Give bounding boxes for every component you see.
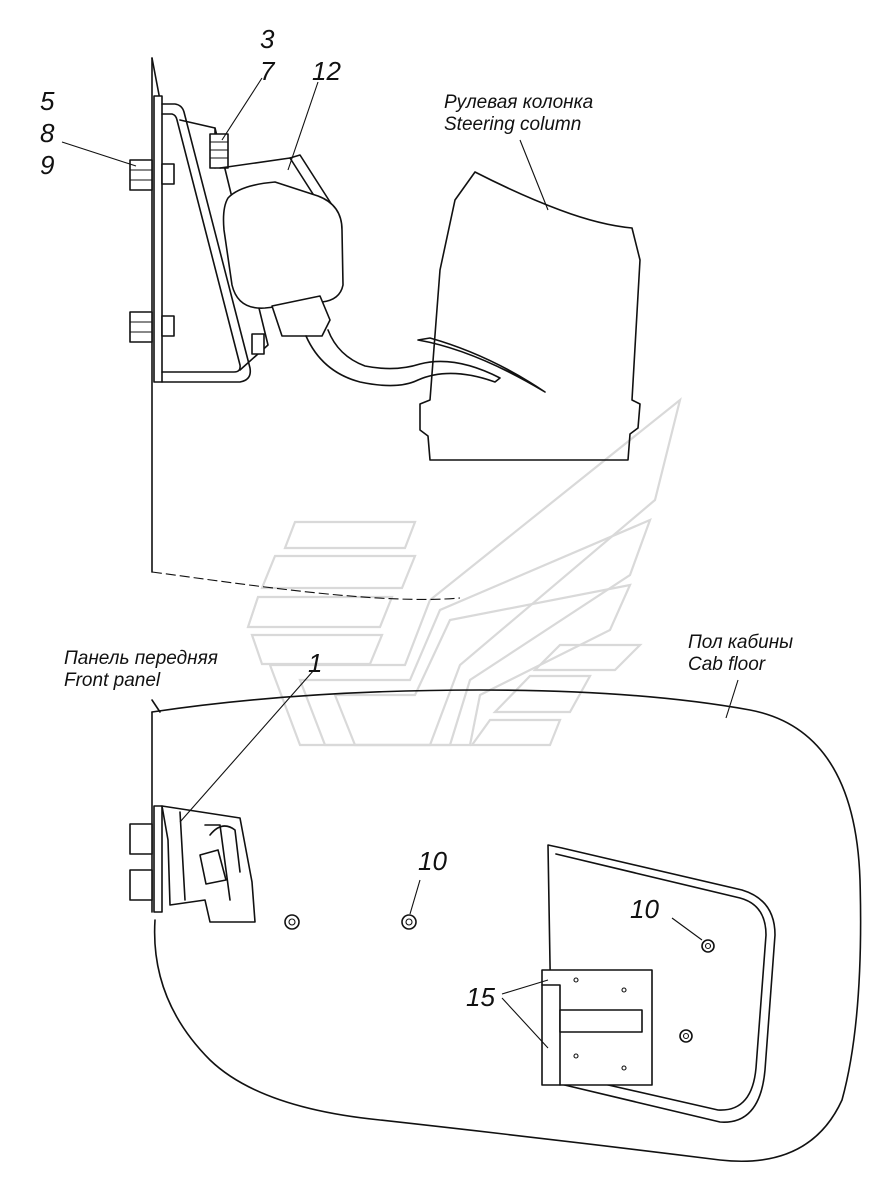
callout-10-mat: 10 xyxy=(630,894,659,924)
plate-15 xyxy=(501,969,653,1086)
callout-10-floor: 10 xyxy=(418,846,447,876)
floor-mat xyxy=(547,844,776,1123)
callout-9: 9 xyxy=(40,150,55,180)
caption-steering-ru: Рулевая колонка xyxy=(444,92,594,113)
caption-floor-en: Cab floor xyxy=(688,654,766,675)
callout-8: 8 xyxy=(40,118,55,148)
callout-1: 1 xyxy=(308,648,323,678)
callout-12: 12 xyxy=(312,56,341,86)
cab-floor xyxy=(151,679,862,1162)
callout-5: 5 xyxy=(40,86,55,116)
callout-15: 15 xyxy=(466,982,495,1012)
caption-steering-column: Рулевая колонка Steering column xyxy=(444,92,593,136)
floor-holes xyxy=(284,879,421,930)
callout-3: 3 xyxy=(260,24,275,54)
steering-column xyxy=(419,139,641,461)
watermark-logo xyxy=(246,397,682,747)
caption-steering-en: Steering column xyxy=(444,114,582,135)
lower-bracket xyxy=(129,805,256,923)
callout-7: 7 xyxy=(260,56,275,86)
mounting-bolts-upper xyxy=(129,159,265,355)
leader-lines xyxy=(61,77,319,823)
caption-front-panel: Панель передняя Front panel xyxy=(64,648,218,692)
pedal-assembly xyxy=(209,133,546,393)
caption-panel-ru: Панель передняя xyxy=(64,648,218,669)
caption-cab-floor: Пол кабины Cab floor xyxy=(688,632,793,676)
caption-floor-ru: Пол кабины xyxy=(688,632,794,653)
caption-panel-en: Front panel xyxy=(64,670,161,691)
